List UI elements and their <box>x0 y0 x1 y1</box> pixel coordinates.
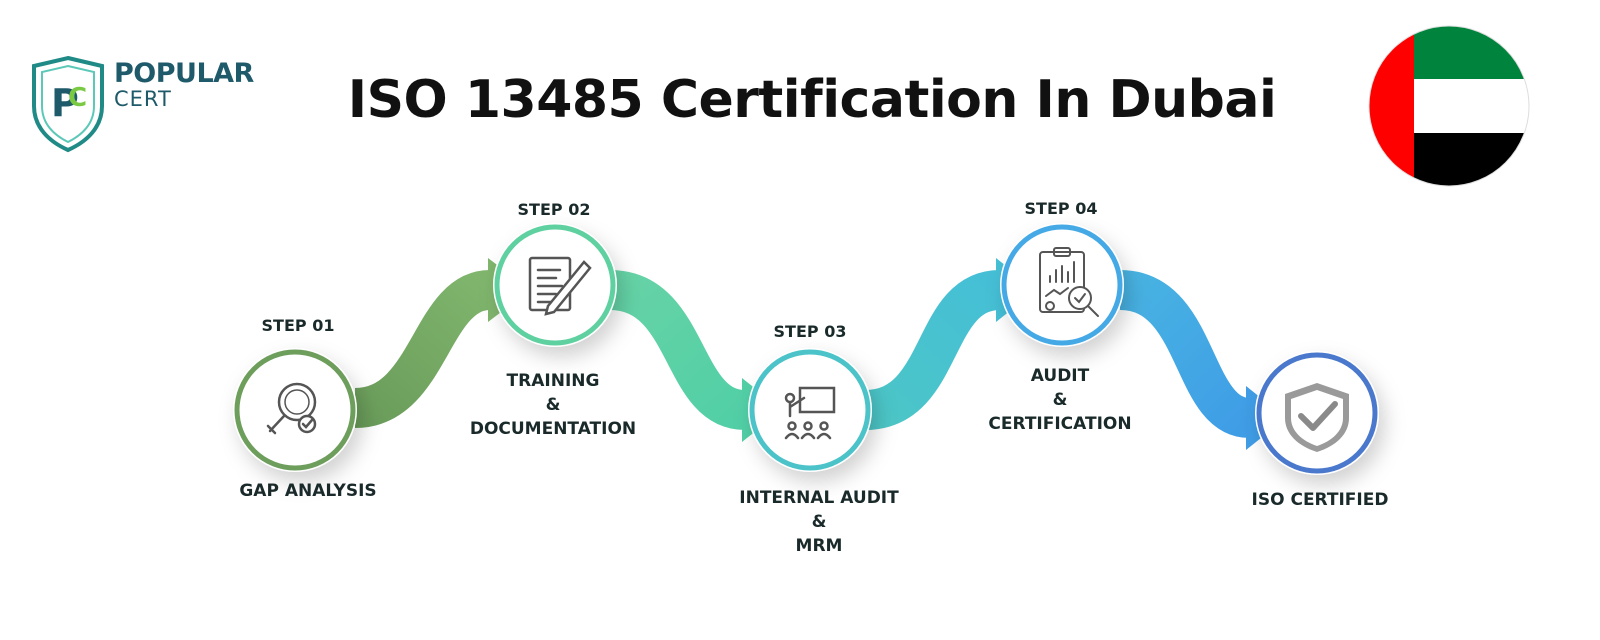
magnifier-check-icon <box>266 382 317 435</box>
step-02-name-line1: TRAINING <box>506 371 600 391</box>
step-03-name-line1: INTERNAL AUDIT <box>739 488 899 508</box>
presentation-board-icon <box>784 386 836 440</box>
step-03-label: STEP 03 <box>773 322 847 341</box>
step-04-circle <box>1000 223 1124 347</box>
step-03-name-line2: & <box>811 512 827 532</box>
logo-line-popular: POPULAR <box>114 58 254 89</box>
document-pen-icon <box>528 256 592 316</box>
step-04-name-line2: & <box>1052 390 1068 410</box>
uae-flag-icon <box>1368 25 1530 187</box>
iso-certified-name: ISO CERTIFIED <box>1251 490 1389 510</box>
shield-check-icon <box>1285 383 1349 452</box>
step-04-name-line3: CERTIFICATION <box>988 414 1132 434</box>
step-04-name-line1: AUDIT <box>1030 366 1090 386</box>
popular-cert-logo: P C POPULAR CERT <box>28 54 254 154</box>
step-01-circle <box>233 348 357 472</box>
step-04-label: STEP 04 <box>1024 199 1098 218</box>
step-01-name: GAP ANALYSIS <box>239 481 377 501</box>
step-02-label: STEP 02 <box>517 200 591 219</box>
step-03-name-line3: MRM <box>795 536 843 556</box>
step-02-name-line2: & <box>545 395 561 415</box>
page-title: ISO 13485 Certification In Dubai <box>347 70 1277 130</box>
svg-text:P: P <box>51 81 79 125</box>
step-01-label: STEP 01 <box>261 316 335 335</box>
shield-logo-icon: P C <box>32 55 104 153</box>
svg-text:C: C <box>68 83 87 113</box>
logo-line-cert: CERT <box>114 87 172 111</box>
step-02-name-line3: DOCUMENTATION <box>469 419 637 439</box>
step-03-circle <box>748 348 872 472</box>
report-magnifier-icon <box>1039 247 1099 317</box>
